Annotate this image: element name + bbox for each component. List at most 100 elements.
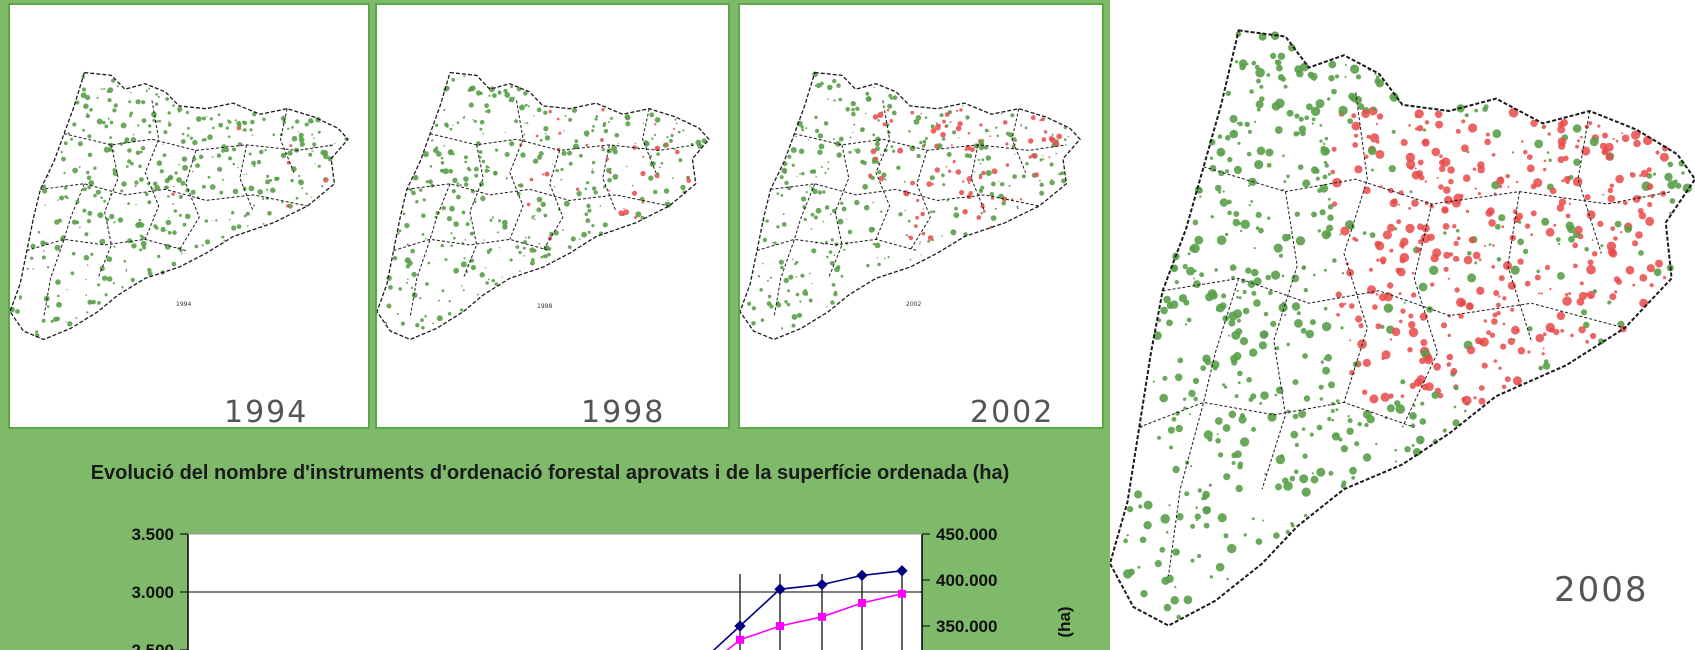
forest-patch (59, 195, 65, 201)
comarca-border (642, 108, 657, 173)
forest-patch (70, 271, 75, 276)
forest-patch (1202, 354, 1211, 363)
managed-forest-patch (920, 112, 923, 115)
forest-patch (245, 211, 250, 216)
forest-patch (1568, 175, 1574, 180)
forest-patch (422, 151, 429, 158)
forest-patch (921, 144, 926, 148)
forest-patch (1394, 460, 1398, 463)
forest-patch (1208, 483, 1212, 487)
forest-patch (1246, 151, 1252, 157)
forest-patch (298, 179, 304, 186)
forest-patch (1397, 100, 1401, 103)
forest-patch (635, 211, 642, 218)
managed-forest-patch (967, 131, 971, 135)
managed-forest-patch (1530, 210, 1537, 217)
forest-patch (1474, 261, 1478, 265)
left-tick-label: 2.500 (131, 641, 174, 650)
map-year-label: 2002 (970, 395, 1055, 430)
forest-patch (409, 188, 413, 192)
managed-forest-patch (1566, 181, 1570, 185)
managed-forest-patch (1544, 264, 1551, 271)
forest-patch (1228, 334, 1230, 337)
forest-patch (1517, 238, 1524, 246)
managed-forest-patch (982, 210, 986, 213)
managed-forest-patch (967, 181, 970, 184)
forest-patch (1409, 190, 1413, 194)
forest-patch (127, 159, 132, 164)
forest-patch (1169, 445, 1173, 450)
forest-patch (832, 78, 837, 84)
forest-patch (543, 254, 548, 259)
forest-patch (1442, 428, 1447, 433)
forest-patch (1567, 225, 1576, 234)
forest-patch (1296, 69, 1304, 78)
managed-forest-patch (640, 170, 646, 177)
forest-patch (272, 133, 276, 136)
managed-forest-patch (1454, 287, 1460, 293)
comarca-border (178, 150, 200, 251)
forest-patch (113, 245, 116, 248)
forest-patch (485, 281, 489, 285)
forest-patch (204, 219, 209, 223)
forest-patch (1324, 354, 1332, 362)
forest-patch (1049, 179, 1055, 186)
forest-patch (232, 188, 239, 195)
managed-forest-patch (1461, 144, 1469, 153)
forest-patch (1265, 274, 1271, 281)
forest-patch (1494, 223, 1501, 230)
forest-patch (152, 215, 155, 217)
managed-forest-patch (1557, 156, 1565, 164)
forest-patch (1251, 60, 1257, 66)
managed-forest-patch (1421, 138, 1430, 147)
forest-patch (128, 100, 132, 104)
managed-forest-patch (931, 183, 935, 186)
managed-forest-patch (1396, 219, 1402, 225)
forest-patch (1291, 274, 1300, 283)
forest-patch (817, 133, 824, 139)
forest-patch (63, 172, 66, 175)
managed-forest-patch (1579, 281, 1584, 286)
forest-patch (751, 321, 756, 326)
forest-patch (533, 214, 536, 217)
managed-forest-patch (1496, 302, 1501, 308)
forest-patch (1327, 172, 1331, 176)
forest-patch (1213, 366, 1218, 371)
managed-forest-patch (969, 147, 975, 153)
managed-forest-patch (1389, 248, 1394, 253)
forest-patch (530, 260, 535, 266)
forest-patch (788, 274, 794, 280)
forest-patch (1281, 274, 1285, 278)
managed-forest-patch (1349, 339, 1352, 342)
forest-patch (924, 137, 928, 140)
forest-patch (836, 265, 841, 270)
managed-forest-patch (1411, 271, 1415, 275)
forest-patch (1227, 210, 1232, 216)
forest-patch (453, 267, 460, 274)
forest-patch (781, 222, 787, 227)
forest-patch (1275, 98, 1285, 109)
forest-patch (97, 283, 101, 287)
managed-forest-patch (962, 209, 968, 215)
managed-forest-patch (979, 123, 983, 127)
forest-patch (317, 164, 321, 168)
forest-patch (482, 132, 484, 135)
forest-patch (266, 188, 269, 191)
forest-patch (675, 122, 678, 125)
forest-patch (908, 130, 911, 133)
managed-forest-patch (966, 176, 973, 182)
forest-patch (1332, 258, 1337, 263)
managed-forest-patch (959, 189, 965, 196)
forest-patch (63, 186, 68, 190)
managed-forest-patch (1417, 159, 1424, 166)
forest-patch (817, 190, 822, 195)
forest-patch (1227, 156, 1233, 163)
forest-patch (50, 319, 54, 323)
forest-patch (305, 192, 308, 195)
forest-patch (93, 166, 97, 170)
managed-forest-patch (631, 190, 638, 196)
forest-patch (860, 159, 865, 165)
forest-patch (234, 119, 237, 122)
managed-forest-patch (1465, 209, 1470, 213)
managed-forest-patch (618, 210, 625, 217)
